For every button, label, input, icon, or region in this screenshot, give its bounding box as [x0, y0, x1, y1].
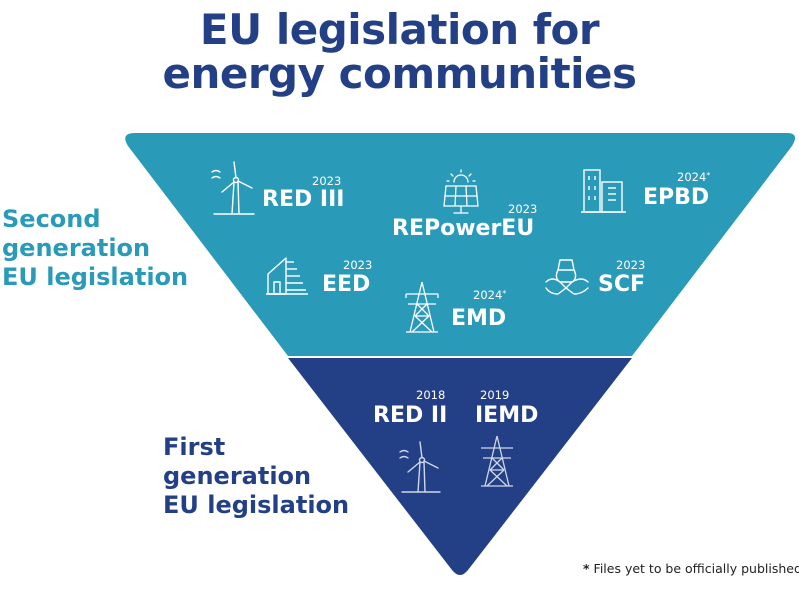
hands-together-icon: [545, 259, 589, 295]
page-title: EU legislation for energy communities: [0, 8, 799, 96]
efficiency-house-icon: [266, 257, 308, 295]
red-iii-label: RED III: [262, 187, 345, 212]
iemd-year: 2019: [480, 388, 510, 402]
footnote-symbol: *: [583, 561, 590, 576]
emd-year: 2024*: [473, 288, 507, 302]
red-iii-year: 2023: [312, 174, 342, 188]
second-generation-label: Second generation EU legislation: [2, 205, 189, 291]
eed-label: EED: [322, 272, 371, 297]
emd-label: EMD: [451, 306, 507, 331]
footnote: *Files yet to be officially published: [583, 561, 799, 576]
epbd-year: 2024*: [677, 170, 711, 184]
epbd-asterisk: *: [706, 171, 711, 180]
power-pylon-icon: [405, 281, 439, 333]
repowereu-year: 2023: [508, 202, 538, 216]
power-pylon-icon: [481, 435, 513, 487]
emd-asterisk: *: [502, 289, 507, 298]
solar-panel-icon: [443, 169, 479, 214]
first-generation-label: First generation EU legislation: [163, 433, 350, 519]
footnote-text: Files yet to be officially published: [593, 561, 799, 576]
red-ii-year: 2018: [416, 388, 446, 402]
scf-year: 2023: [616, 258, 646, 272]
buildings-icon: [581, 169, 626, 213]
epbd-label: EPBD: [643, 185, 710, 210]
first-generation-band: [288, 358, 632, 575]
repowereu-label: REPowerEU: [392, 216, 535, 241]
iemd-label: IEMD: [475, 403, 539, 428]
title-line-2: energy communities: [162, 49, 637, 98]
wind-turbine-icon: [399, 441, 441, 493]
eed-year: 2023: [343, 258, 373, 272]
red-ii-label: RED II: [373, 403, 448, 428]
wind-turbine-icon: [211, 161, 255, 215]
scf-label: SCF: [598, 272, 646, 297]
title-line-1: EU legislation for: [199, 5, 600, 54]
second-generation-band: [125, 133, 796, 356]
